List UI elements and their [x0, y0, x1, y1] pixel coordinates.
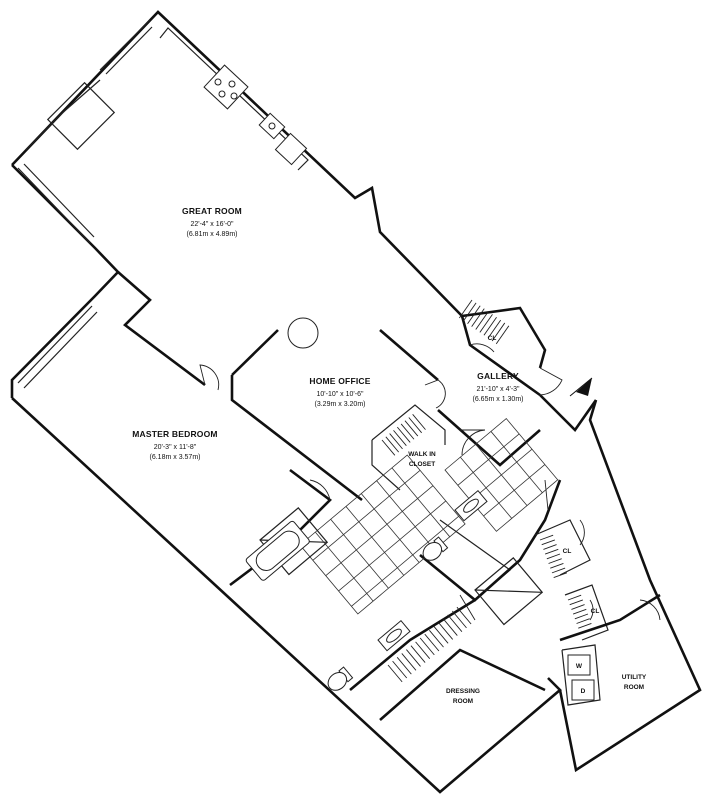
bathtub [245, 520, 310, 581]
home-office-name: HOME OFFICE [309, 376, 370, 386]
vanity-2 [454, 490, 488, 522]
bathroom-fixtures [245, 490, 488, 691]
gallery-name: GALLERY [477, 371, 519, 381]
dressing-room-name-2: ROOM [453, 698, 473, 705]
closet-2-label: CL [591, 608, 600, 615]
toilet-2 [422, 536, 449, 561]
column [287, 317, 319, 349]
utility-room-name-1: UTILITY [622, 674, 647, 681]
closet-1-label: CL [563, 548, 572, 555]
great-room-dim-metric: (6.81m x 4.89m) [187, 231, 238, 238]
north-arrow-icon [569, 377, 593, 397]
gallery-closet-label: CL [488, 335, 497, 342]
walk-in-closet-name-1: WALK IN [408, 451, 436, 458]
laundry [567, 654, 595, 701]
gallery-dim-metric: (6.65m x 1.30m) [473, 396, 524, 403]
walk-in-closet-name-2: CLOSET [409, 461, 435, 468]
gallery-dim-imperial: 21'-10" x 4'-3" [476, 386, 520, 393]
vanity-1 [377, 620, 411, 652]
master-bedroom-name: MASTER BEDROOM [132, 429, 217, 439]
home-office-dim-metric: (3.29m x 3.20m) [315, 401, 366, 408]
master-bedroom-dim-metric: (6.18m x 3.57m) [150, 454, 201, 461]
home-office-dim-imperial: 10'-10" x 10'-6" [317, 391, 364, 398]
master-bedroom-dim-imperial: 20'-3" x 11'-8" [154, 444, 197, 451]
windows [17, 19, 153, 389]
bathroom-tiles [259, 418, 559, 626]
closet-shelving [381, 299, 592, 683]
utility-room-name-2: ROOM [624, 684, 644, 691]
dryer-label: D [581, 688, 586, 695]
room-labels: GREAT ROOM 22'-4" x 16'-0" (6.81m x 4.89… [132, 206, 647, 705]
kitchen-counter [159, 27, 309, 171]
doors [199, 343, 661, 621]
dressing-room-name-1: DRESSING [446, 688, 480, 695]
great-room-dim-imperial: 22'-4" x 16'-0" [190, 221, 234, 228]
great-room-name: GREAT ROOM [182, 206, 242, 216]
toilet-1 [327, 666, 354, 691]
washer-label: W [576, 663, 583, 670]
